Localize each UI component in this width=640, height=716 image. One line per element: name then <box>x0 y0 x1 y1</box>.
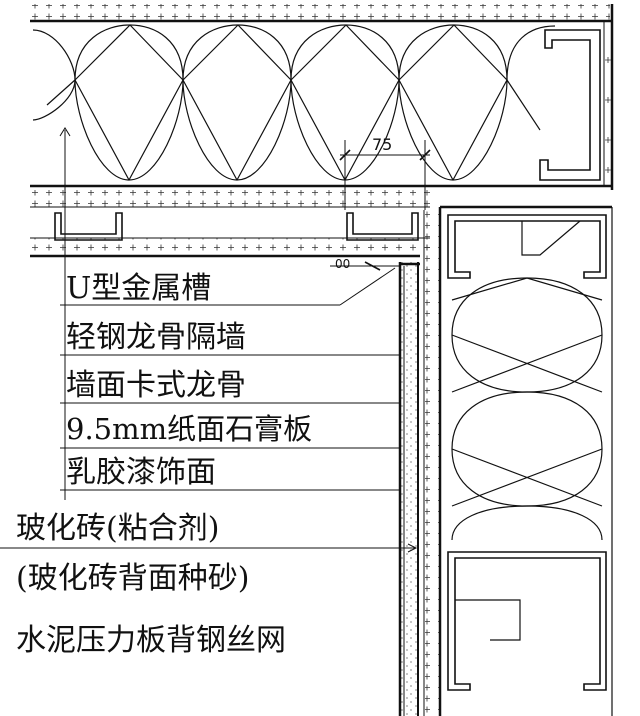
right-wall-c-inner-bottom <box>455 599 521 641</box>
u-channel-left <box>54 212 123 241</box>
label-u-channel: U型金属槽 <box>66 271 211 306</box>
top-wall-right-crosses <box>605 57 611 173</box>
tile-wall-body <box>400 262 418 716</box>
dimension-75-text: 75 <box>372 135 392 154</box>
label-glass-tile-back: (玻化砖背面种砂) <box>16 561 249 596</box>
label-clip-keel: 墙面卡式龙骨 <box>66 368 246 403</box>
label-cement-board: 水泥压力板背钢丝网 <box>16 623 286 658</box>
middle-board-lower <box>30 238 430 255</box>
top-board-strip <box>30 4 610 21</box>
middle-board-upper <box>30 190 430 207</box>
dimension-00-text: 00 <box>335 257 350 271</box>
top-wall <box>30 4 614 190</box>
dimension-side <box>330 261 400 271</box>
right-wall-c-channel-bottom <box>447 551 607 691</box>
right-wall-c-channel-top <box>447 214 607 279</box>
right-wall-c-inner <box>521 220 581 256</box>
label-gypsum-board: 9.5mm纸面石膏板 <box>66 412 312 446</box>
right-insulation <box>451 277 603 541</box>
top-c-channel <box>539 29 601 181</box>
top-insulation <box>32 24 556 181</box>
middle-partition <box>30 190 430 258</box>
leader-lines <box>0 127 418 553</box>
right-wall-board-strip <box>425 210 439 716</box>
dimension-top <box>339 140 431 210</box>
tile-wall <box>398 262 420 716</box>
right-wall <box>423 205 613 716</box>
label-light-steel-wall: 轻钢龙骨隔墙 <box>66 320 246 355</box>
label-latex-paint: 乳胶漆饰面 <box>66 455 216 490</box>
label-glass-tile: 玻化砖(粘合剂) <box>16 511 219 546</box>
u-channel-right <box>346 212 419 241</box>
